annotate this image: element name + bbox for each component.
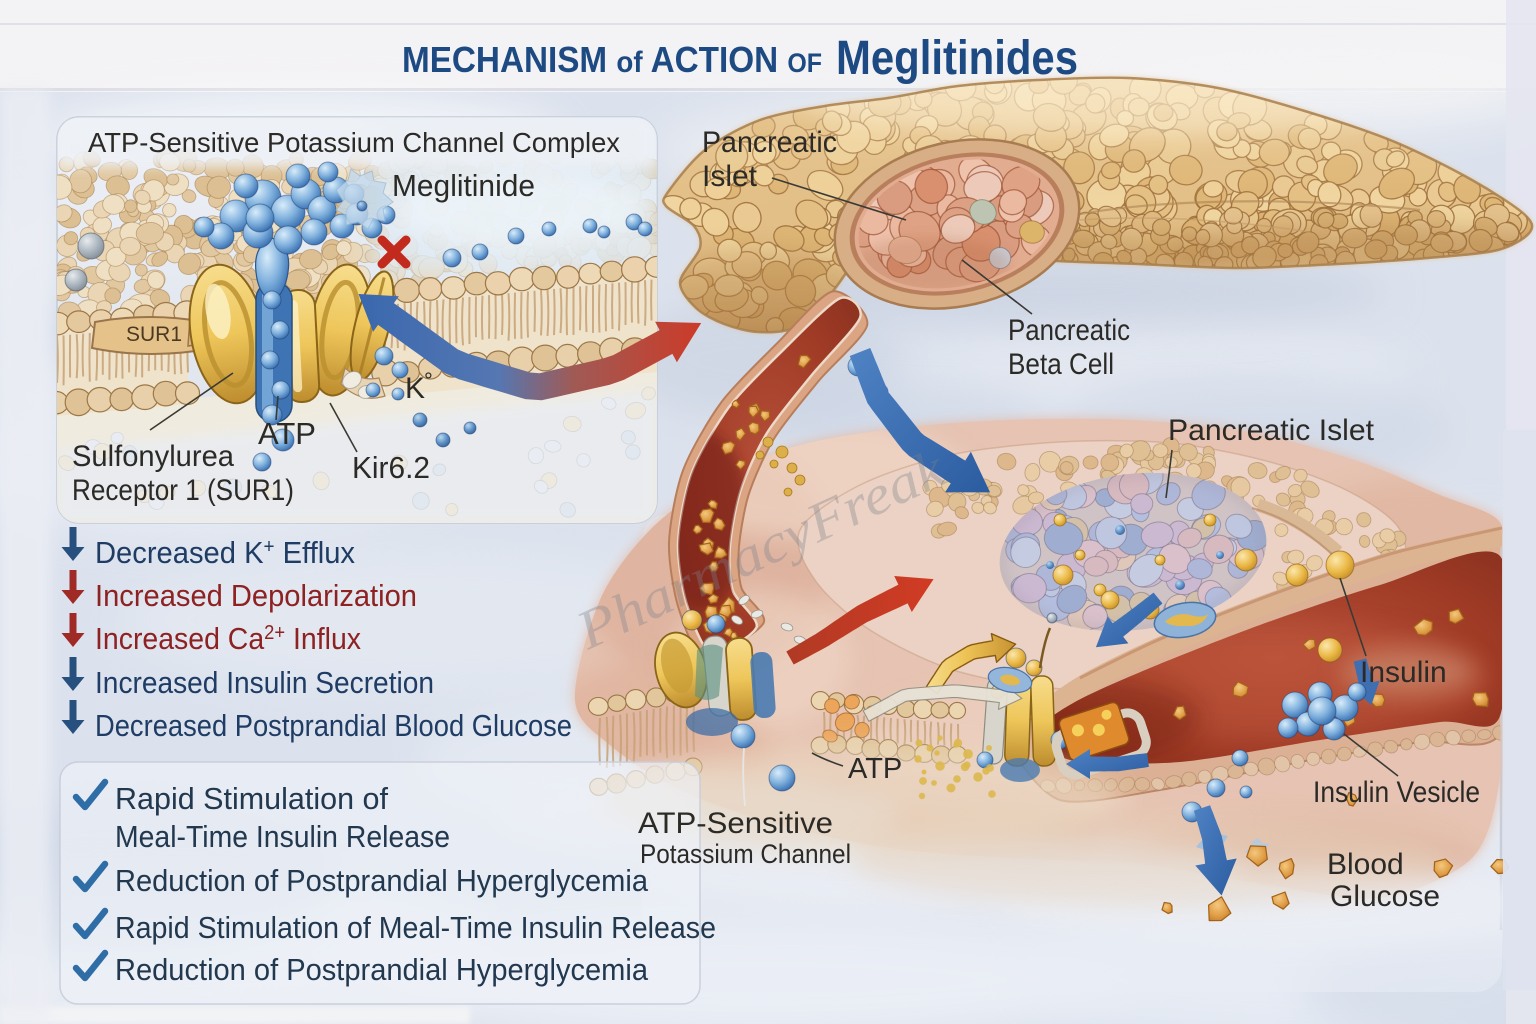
svg-text:Decreased K+ Efflux: Decreased K+ Efflux bbox=[95, 535, 355, 570]
svg-text:SUR1: SUR1 bbox=[126, 323, 182, 346]
svg-text:ATP-Sensitive: ATP-Sensitive bbox=[638, 807, 833, 840]
svg-text:MECHANISM of ACTION OF: MECHANISM of ACTION OF bbox=[402, 39, 822, 80]
svg-text:Insulin: Insulin bbox=[1360, 656, 1447, 689]
svg-text:Reduction of Postprandial Hype: Reduction of Postprandial Hyperglycemia bbox=[115, 863, 649, 898]
svg-text:Meglitinides: Meglitinides bbox=[836, 32, 1078, 85]
svg-text:Increased Insulin Secretion: Increased Insulin Secretion bbox=[95, 665, 434, 700]
svg-text:Decreased Postprandial Blood G: Decreased Postprandial Blood Glucose bbox=[95, 708, 572, 743]
svg-text:ATP: ATP bbox=[848, 753, 902, 785]
svg-text:Glucose: Glucose bbox=[1330, 880, 1440, 913]
svg-text:Sulfonylurea: Sulfonylurea bbox=[72, 440, 234, 473]
svg-text:Insulin Vesicle: Insulin Vesicle bbox=[1313, 776, 1480, 809]
svg-text:Kir6.2: Kir6.2 bbox=[352, 450, 430, 485]
svg-text:ATP: ATP bbox=[258, 416, 316, 451]
svg-text:Pancreatic: Pancreatic bbox=[1008, 314, 1130, 347]
svg-text:Increased Depolarization: Increased Depolarization bbox=[95, 578, 417, 613]
svg-text:ATP-Sensitive Potassium Channe: ATP-Sensitive Potassium Channel Complex bbox=[88, 127, 620, 158]
svg-text:Pancreatic Islet: Pancreatic Islet bbox=[1168, 414, 1375, 447]
svg-text:Rapid Stimulation of: Rapid Stimulation of bbox=[115, 781, 388, 816]
svg-text:Beta Cell: Beta Cell bbox=[1008, 348, 1114, 381]
svg-text:Meglitinide: Meglitinide bbox=[392, 168, 535, 203]
svg-text:Blood: Blood bbox=[1327, 848, 1404, 881]
svg-text:K: K bbox=[405, 372, 425, 405]
svg-text:Rapid Stimulation of Meal-Time: Rapid Stimulation of Meal-Time Insulin R… bbox=[115, 910, 716, 945]
svg-text:°: ° bbox=[424, 368, 433, 393]
svg-text:Pancreatic: Pancreatic bbox=[702, 126, 837, 159]
svg-text:Reduction of Postprandial Hype: Reduction of Postprandial Hyperglycemia bbox=[115, 952, 649, 987]
svg-text:Increased Ca2+ Influx: Increased Ca2+ Influx bbox=[95, 621, 361, 656]
svg-text:Receptor 1 (SUR1): Receptor 1 (SUR1) bbox=[72, 474, 294, 507]
svg-text:Potassium Channel: Potassium Channel bbox=[640, 839, 851, 869]
svg-text:Islet: Islet bbox=[702, 160, 758, 193]
svg-text:Meal-Time Insulin Release: Meal-Time Insulin Release bbox=[115, 819, 450, 854]
